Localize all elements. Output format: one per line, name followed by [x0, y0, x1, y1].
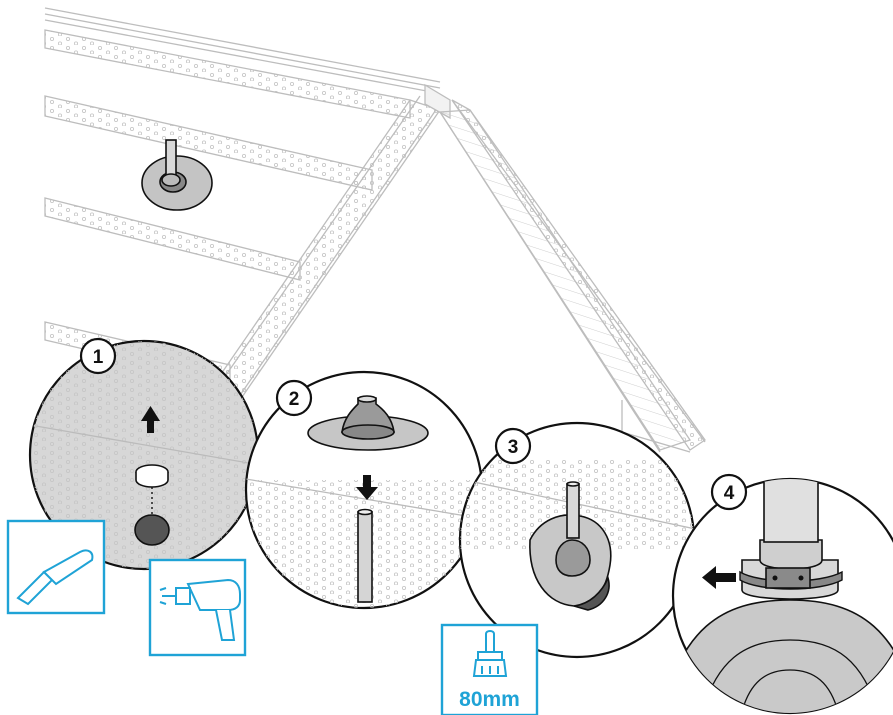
heat-gun-icon	[159, 578, 241, 641]
applied-flashing	[529, 481, 612, 611]
lower-arrow-icon	[356, 475, 378, 500]
step-4-panel: 4	[671, 473, 893, 715]
utility-knife-tool	[6, 519, 106, 615]
paint-brush-tool: 80mm	[440, 623, 539, 715]
utility-knife-icon	[16, 549, 94, 606]
step-2-number: 2	[289, 389, 300, 410]
step-4-number: 4	[724, 483, 735, 504]
step-2-panel: 2	[244, 370, 484, 610]
paint-brush-icon	[472, 630, 508, 677]
heat-gun-tool	[148, 558, 247, 657]
cut-hole	[134, 514, 170, 546]
step-3-panel: 3	[458, 421, 696, 659]
cap-icon	[135, 464, 169, 488]
flashing-boot	[307, 395, 429, 451]
step-4-badge: 4	[710, 473, 748, 511]
brush-width-label: 80mm	[459, 688, 520, 711]
step-2-badge: 2	[275, 379, 313, 417]
installed-pipe-boot	[141, 139, 213, 211]
lift-arrow-icon	[141, 406, 160, 433]
step-3-badge: 3	[494, 427, 532, 465]
step-1-badge: 1	[79, 337, 117, 375]
step-1-number: 1	[93, 347, 104, 368]
step-3-number: 3	[508, 437, 519, 458]
tighten-arrow-icon	[702, 566, 736, 589]
vent-pipe	[357, 508, 373, 603]
